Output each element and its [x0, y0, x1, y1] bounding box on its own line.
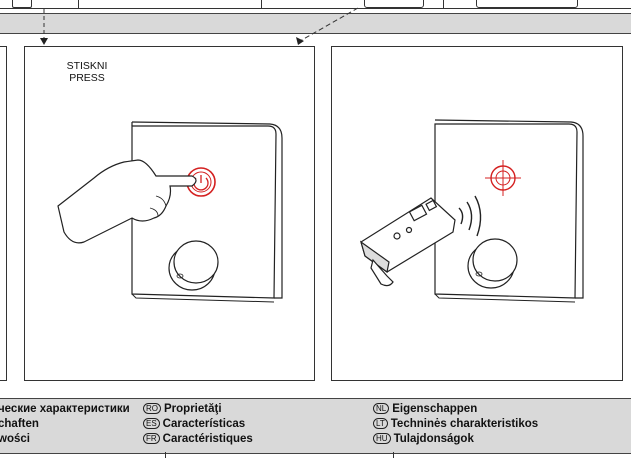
top-table-divider — [261, 0, 262, 9]
top-table-divider — [443, 0, 444, 9]
properties-col-1: ческие характеристики chaften wości — [0, 402, 130, 447]
property-label: Techninės charakteristikos — [390, 418, 539, 430]
property-label: Tulajdonságok — [393, 433, 474, 445]
language-code-badge: HU — [373, 433, 391, 444]
top-table-divider — [78, 0, 79, 9]
hand-icon — [57, 159, 197, 244]
instruction-line-2: PRESS — [69, 72, 105, 84]
property-label: Características — [162, 418, 246, 430]
language-code-badge: NL — [373, 403, 390, 414]
property-label: Eigenschappen — [392, 403, 478, 415]
target-highlight-icon — [485, 160, 521, 196]
dashed-arrows — [40, 7, 359, 45]
property-label: Caractéristiques — [162, 433, 253, 445]
bottom-divider — [165, 452, 166, 458]
illustration-remote — [359, 119, 584, 303]
signal-waves-icon — [458, 195, 482, 237]
language-code-badge: LT — [373, 418, 388, 429]
language-code-badge: FR — [143, 433, 160, 444]
language-code-badge: ES — [143, 418, 160, 429]
property-label: ческие характеристики — [0, 403, 130, 415]
properties-band — [0, 398, 631, 454]
top-box-right — [476, 0, 578, 8]
panel-partial-left — [0, 46, 7, 381]
property-label: Proprietăţi — [164, 403, 222, 415]
top-table-bottom-border — [0, 8, 631, 9]
instruction-line-1: STISKNI — [66, 60, 108, 72]
bottom-divider — [393, 452, 394, 458]
top-grey-band — [0, 13, 631, 34]
knob-icon — [168, 240, 219, 291]
top-box-left — [12, 0, 32, 8]
instruction-text: STISKNI PRESS — [64, 60, 110, 84]
top-box-mid — [364, 0, 424, 8]
property-label: wości — [0, 433, 30, 445]
language-code-badge: RO — [143, 403, 161, 414]
illustration-press — [57, 121, 283, 303]
property-label: chaften — [0, 418, 39, 430]
knob-icon — [467, 238, 518, 289]
remote-control-icon — [359, 197, 456, 287]
